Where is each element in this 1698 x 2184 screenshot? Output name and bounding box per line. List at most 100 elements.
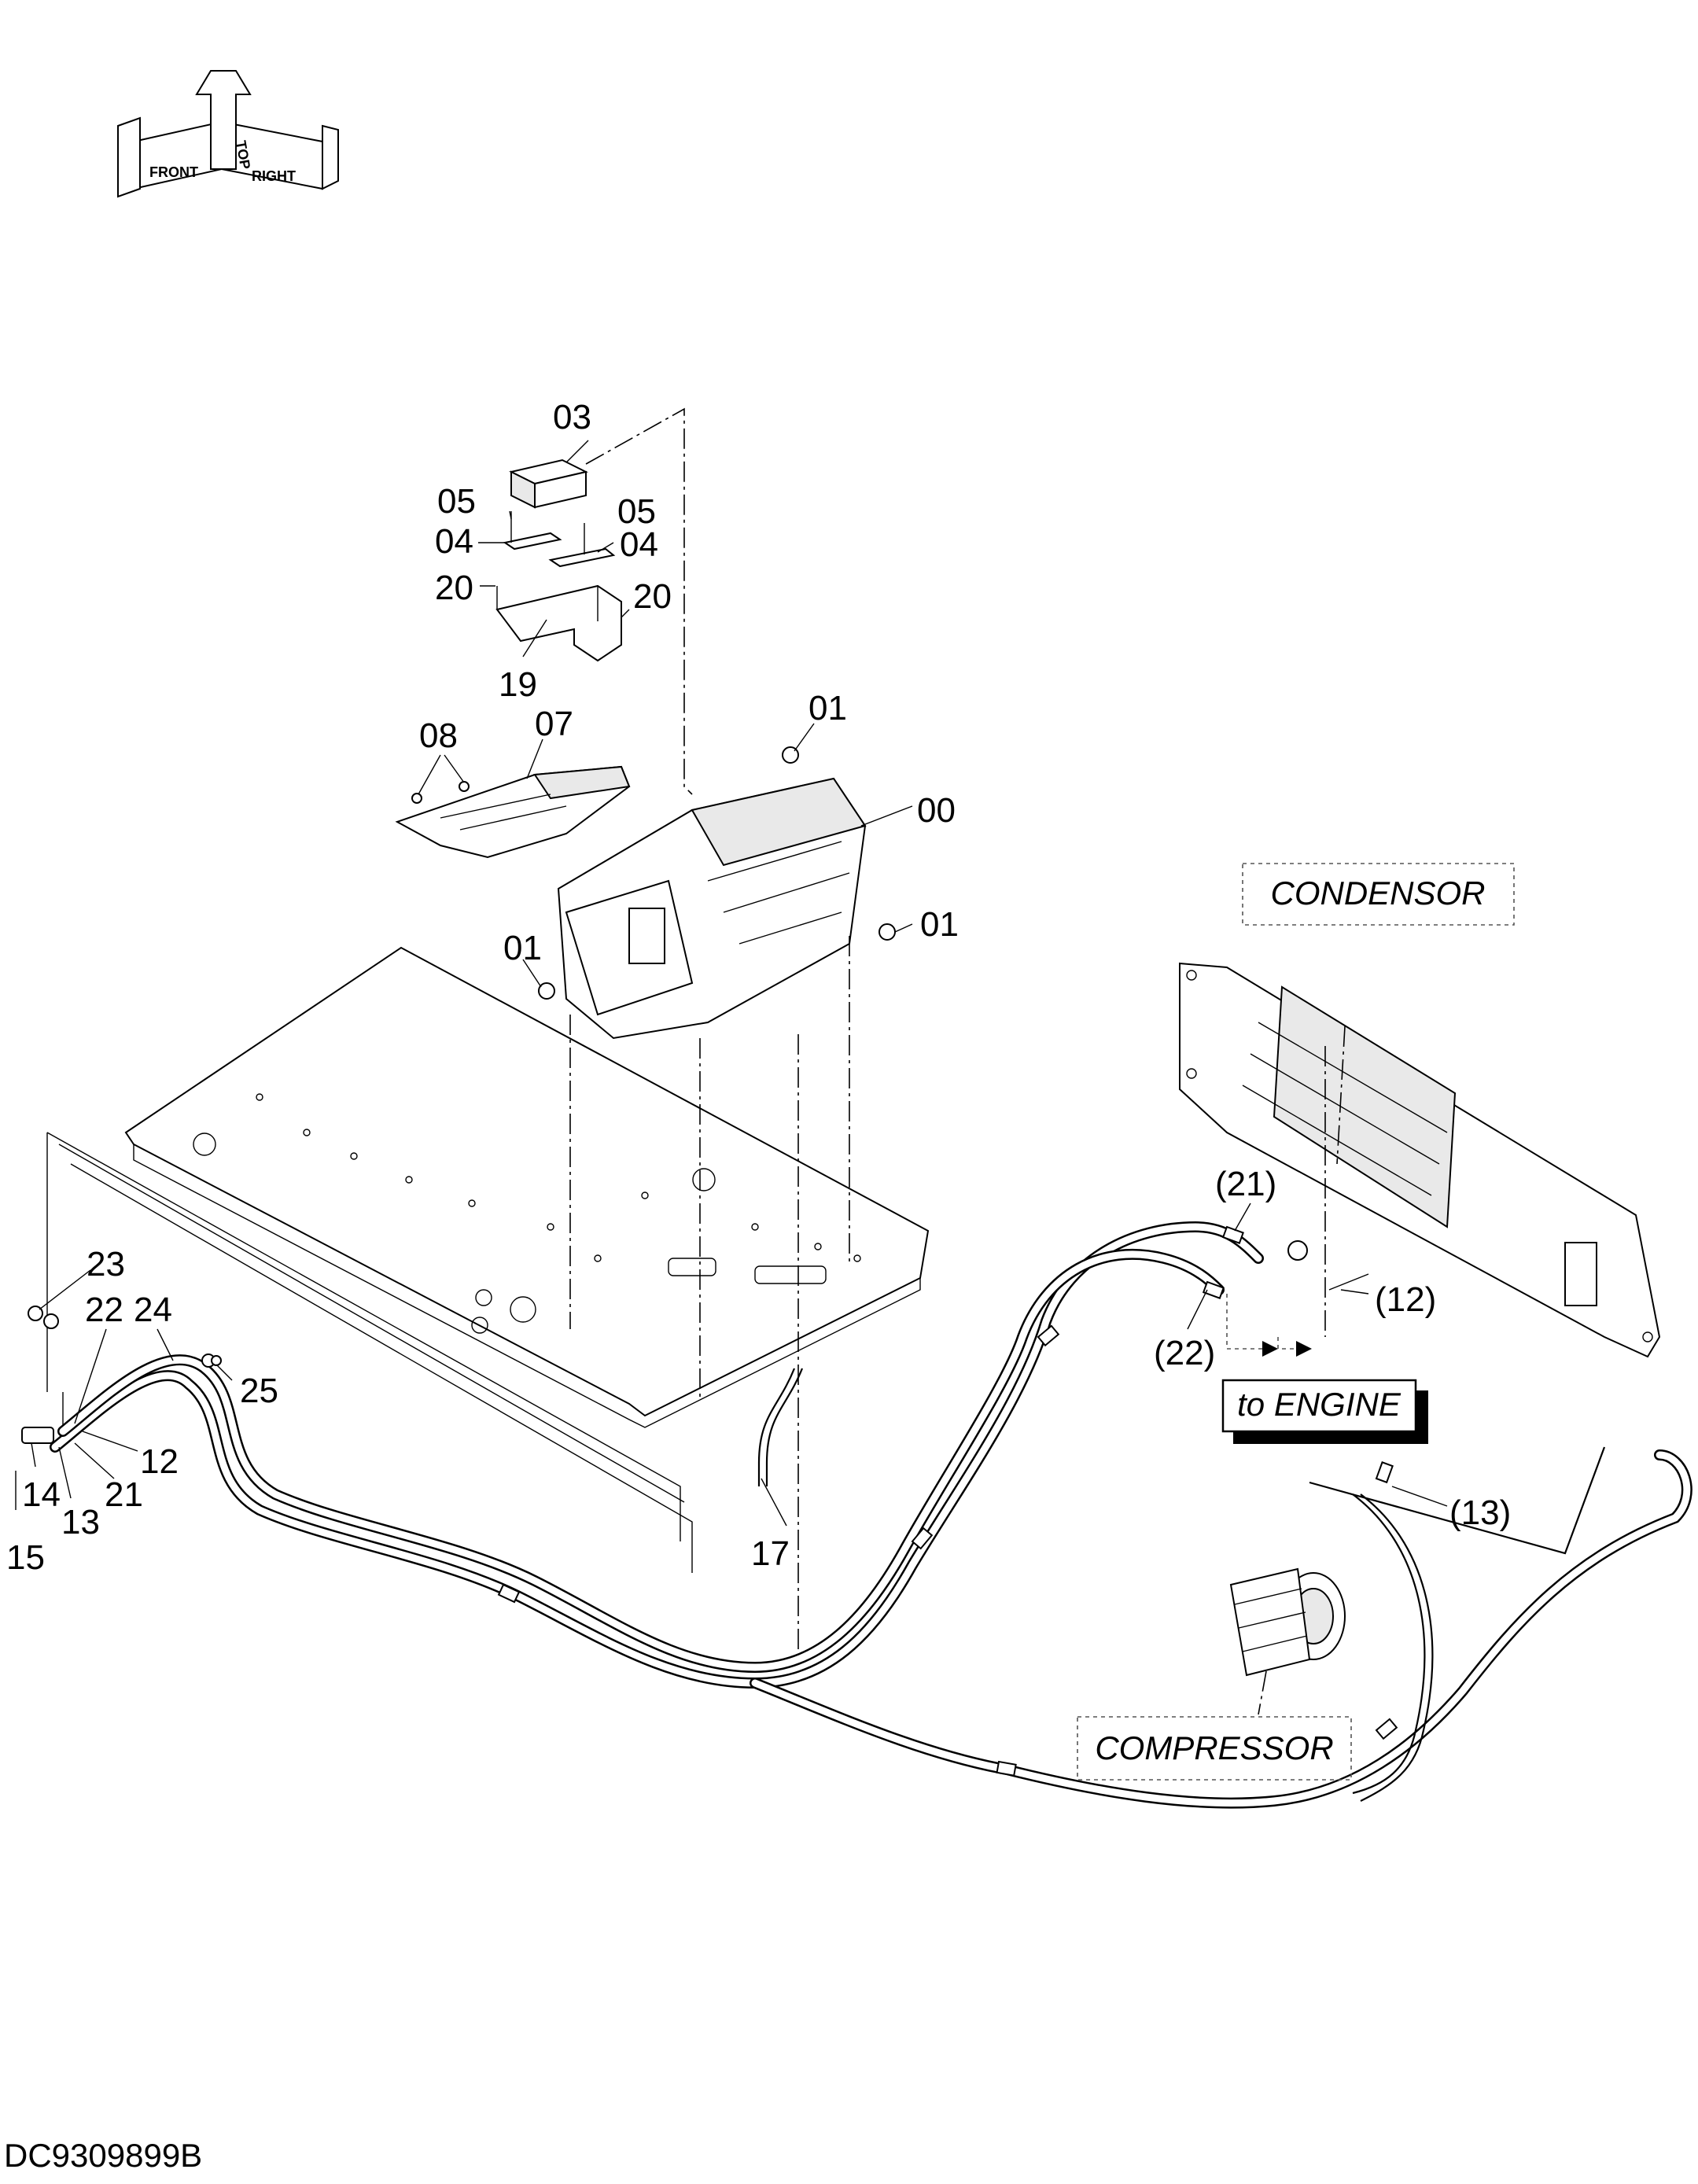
condenser-bracket	[1564, 1242, 1597, 1306]
hvac-top	[691, 777, 867, 867]
to-engine-box	[1221, 1379, 1417, 1433]
drain-hose-17-inner	[765, 1368, 804, 1486]
condenser-hole	[1642, 1331, 1653, 1342]
plate-04-right	[548, 547, 616, 568]
leader-14	[31, 1442, 36, 1468]
floor-hole	[256, 1093, 263, 1101]
floor-slot	[754, 1265, 827, 1284]
callout-leaders	[31, 440, 1448, 1527]
callout-07: 07	[535, 705, 573, 743]
floor-plate	[124, 946, 930, 1428]
leader-20b	[621, 609, 630, 618]
condenser-hose-link	[1309, 1446, 1606, 1555]
condenser-hole	[1186, 1068, 1197, 1079]
floor-hole	[547, 1223, 554, 1231]
condenser-bolt	[1328, 1273, 1369, 1291]
hose-clamp	[1375, 1718, 1398, 1740]
compressor-label-leader	[1258, 1670, 1267, 1715]
compressor-fin	[1242, 1635, 1308, 1652]
drain-hose-17	[757, 1368, 796, 1486]
to-engine-flow-2	[1277, 1337, 1298, 1350]
hose-discharge-inner	[751, 1451, 1691, 1807]
hose-clamp	[497, 1583, 521, 1604]
floor-plate-edge	[133, 1144, 921, 1428]
callout-15: 15	[6, 1538, 45, 1577]
compressor-label-box: COMPRESSOR	[1077, 1716, 1352, 1781]
callout-20-right: 20	[633, 577, 672, 616]
floor-slot	[668, 1258, 716, 1276]
compressor-body	[1229, 1567, 1311, 1677]
hvac-filter	[628, 908, 665, 964]
floor-hole	[471, 1317, 488, 1334]
leader-13	[58, 1446, 72, 1499]
leader-22	[74, 1328, 107, 1424]
condensor-label-leader	[1336, 1026, 1346, 1165]
leader-03	[565, 440, 589, 463]
compressor-hose-inner	[1360, 1493, 1434, 1802]
leader-04b	[597, 542, 614, 553]
floor-hole	[692, 1168, 716, 1191]
condenser-fin	[1242, 1085, 1432, 1196]
callout-01-right: 01	[920, 905, 959, 944]
leader-08b	[444, 754, 465, 783]
screw-08-b	[459, 781, 470, 792]
hvac-seam	[739, 912, 842, 945]
leader-25	[215, 1364, 233, 1381]
compressor-assembly	[1229, 1567, 1346, 1677]
floor-hole	[510, 1296, 536, 1323]
floor-hole	[350, 1152, 358, 1160]
to-engine-label: to ENGINE	[1237, 1386, 1401, 1423]
callout-01-left: 01	[503, 929, 542, 967]
plate-04-left	[503, 532, 562, 551]
bracket-19	[495, 584, 622, 662]
condensor-box	[1242, 863, 1515, 926]
callout-17: 17	[751, 1534, 790, 1573]
leader-19	[522, 619, 547, 657]
leader-01c	[894, 923, 913, 933]
leader-24	[157, 1328, 174, 1361]
condenser-fin	[1250, 1053, 1440, 1165]
leader-21p	[1234, 1202, 1251, 1232]
callout-05-left: 05	[437, 482, 476, 521]
orientation-top-arrow	[195, 70, 252, 170]
orientation-front-label: FRONT	[149, 164, 198, 180]
duct-rib	[440, 794, 551, 819]
condensor-label: CONDENSOR	[1270, 875, 1485, 912]
compressor-hose	[1352, 1493, 1426, 1795]
callout-04-right: 04	[620, 525, 658, 564]
nut-23-b	[43, 1313, 59, 1329]
callout-04-left: 04	[435, 522, 473, 561]
callout-21: 21	[105, 1475, 143, 1514]
floor-hole	[641, 1191, 649, 1199]
leader-08a	[418, 754, 441, 795]
floor-hole	[594, 1254, 602, 1262]
leader-13p	[1391, 1486, 1448, 1507]
floor-plate-body	[124, 946, 930, 1417]
leader-01a	[794, 723, 815, 752]
leader-05a	[509, 510, 512, 520]
duct-top	[533, 765, 631, 800]
condensor-label-box: CONDENSOR	[1242, 863, 1515, 926]
orientation-right-flap	[322, 124, 339, 190]
refrigerant-hose-route	[50, 1221, 1692, 1809]
leader-22p	[1187, 1289, 1208, 1330]
callout-22-paren: (22)	[1154, 1334, 1215, 1372]
condenser-hole	[1186, 970, 1197, 981]
cab-frame	[58, 1144, 685, 1503]
leader-12p	[1340, 1289, 1369, 1295]
floor-hole	[193, 1133, 216, 1156]
control-module-assembly	[495, 459, 622, 662]
condenser-assembly	[1179, 962, 1661, 1358]
compressor-box	[1077, 1716, 1352, 1781]
callout-labels: 03 05 05 04 04 20 20 19 08 07 01 00 01 0…	[6, 398, 1511, 1577]
duct-rib	[459, 805, 567, 831]
leader-01b	[522, 959, 542, 988]
callout-13-paren: (13)	[1449, 1493, 1511, 1532]
hose-liquid-inner	[59, 1250, 1223, 1671]
condenser-fitting-12	[1287, 1240, 1308, 1261]
hose-clamp	[1037, 1324, 1060, 1347]
callout-14: 14	[22, 1475, 61, 1514]
floor-hole	[853, 1254, 861, 1262]
